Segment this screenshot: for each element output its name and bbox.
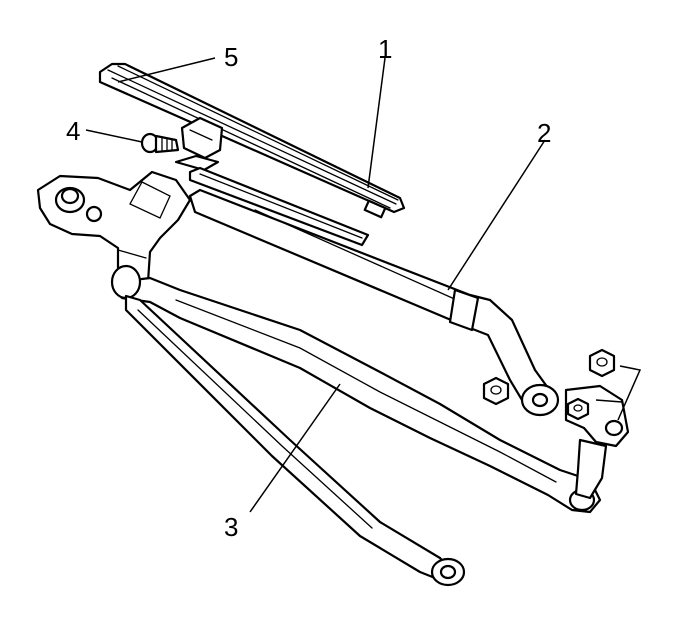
leader-2	[447, 139, 546, 291]
screw-fastener	[140, 132, 180, 154]
leader-3	[249, 383, 341, 513]
nut-center	[566, 397, 590, 421]
nut-top	[588, 348, 616, 378]
callout-4: 4	[66, 116, 80, 146]
callout-2: 2	[537, 118, 551, 148]
callout-3: 3	[224, 512, 238, 542]
leader-1	[367, 57, 386, 189]
nut-indicator-lines	[595, 365, 642, 421]
callout-1: 1	[378, 34, 392, 64]
motor-bracket	[36, 170, 192, 294]
wiper-arm-strip	[188, 166, 370, 247]
wiper-blade	[98, 62, 406, 219]
drive-link-rod	[188, 188, 560, 417]
blade-clip	[174, 116, 224, 172]
main-linkage-bar	[110, 264, 602, 587]
leader-4	[85, 129, 143, 143]
nut-left	[482, 376, 510, 406]
leader-5	[117, 57, 216, 83]
callout-5: 5	[224, 42, 238, 72]
